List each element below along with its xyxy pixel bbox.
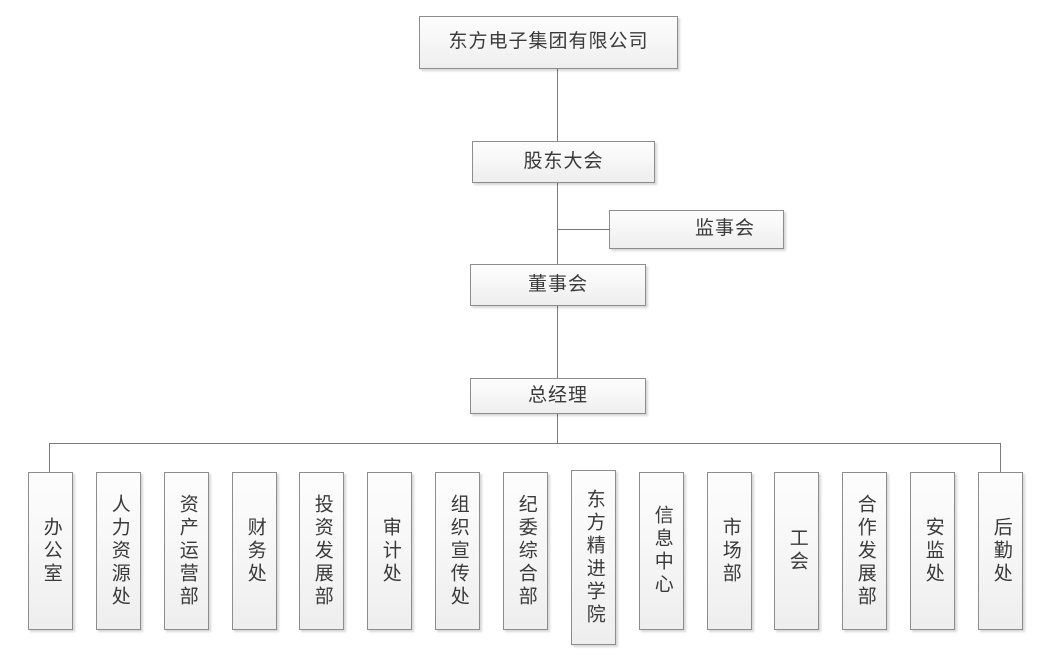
connector-supervisors-branch xyxy=(557,229,609,230)
department-label: 合作发展部 xyxy=(854,493,876,609)
node-board-of-supervisors-label: 监事会 xyxy=(694,218,755,240)
node-shareholders-meeting-label: 股东大会 xyxy=(523,150,604,172)
department-box-6[interactable]: 审计处 xyxy=(367,472,412,630)
department-label: 投资发展部 xyxy=(311,493,333,609)
department-label: 财务处 xyxy=(244,516,266,586)
department-label: 纪委综合部 xyxy=(515,493,537,609)
department-label: 人力资源处 xyxy=(108,493,130,609)
connector-company-to-shareholders xyxy=(557,68,558,142)
node-board-of-supervisors[interactable]: 监事会 xyxy=(609,210,784,249)
department-box-4[interactable]: 财务处 xyxy=(232,472,277,630)
department-box-9[interactable]: 东方精进学院 xyxy=(571,470,616,645)
department-box-1[interactable]: 办公室 xyxy=(28,472,73,630)
department-label: 东方精进学院 xyxy=(583,488,605,627)
node-general-manager[interactable]: 总经理 xyxy=(470,378,646,414)
connector-bus-left-drop xyxy=(49,443,50,472)
department-box-5[interactable]: 投资发展部 xyxy=(299,472,344,630)
department-box-13[interactable]: 合作发展部 xyxy=(842,472,887,630)
department-label: 市场部 xyxy=(719,516,741,586)
connector-manager-stem xyxy=(557,413,558,443)
department-box-14[interactable]: 安监处 xyxy=(910,472,955,630)
connector-shareholders-to-directors xyxy=(557,182,558,264)
connector-bus-right-drop xyxy=(1000,443,1001,472)
department-label: 资产运营部 xyxy=(176,493,198,609)
department-box-10[interactable]: 信息中心 xyxy=(639,472,684,630)
node-board-of-directors-label: 董事会 xyxy=(527,273,588,295)
department-label: 办公室 xyxy=(40,516,62,586)
department-label: 组织宣传处 xyxy=(447,493,469,609)
department-box-8[interactable]: 纪委综合部 xyxy=(503,472,548,630)
department-box-7[interactable]: 组织宣传处 xyxy=(435,472,480,630)
department-box-2[interactable]: 人力资源处 xyxy=(96,472,141,630)
node-company-label: 东方电子集团有限公司 xyxy=(448,31,649,53)
department-label: 后勤处 xyxy=(990,516,1012,586)
department-label: 安监处 xyxy=(922,516,944,586)
department-box-11[interactable]: 市场部 xyxy=(707,472,752,630)
connector-departments-bus xyxy=(49,443,1001,444)
node-shareholders-meeting[interactable]: 股东大会 xyxy=(472,141,655,183)
department-label: 信息中心 xyxy=(651,505,673,597)
department-box-3[interactable]: 资产运营部 xyxy=(164,472,209,630)
department-label: 审计处 xyxy=(379,516,401,586)
department-box-12[interactable]: 工会 xyxy=(774,472,819,630)
department-box-15[interactable]: 后勤处 xyxy=(978,472,1023,630)
node-company[interactable]: 东方电子集团有限公司 xyxy=(419,16,678,69)
node-general-manager-label: 总经理 xyxy=(527,384,588,406)
connector-directors-to-manager xyxy=(557,305,558,378)
node-board-of-directors[interactable]: 董事会 xyxy=(470,264,646,306)
department-label: 工会 xyxy=(786,528,808,574)
